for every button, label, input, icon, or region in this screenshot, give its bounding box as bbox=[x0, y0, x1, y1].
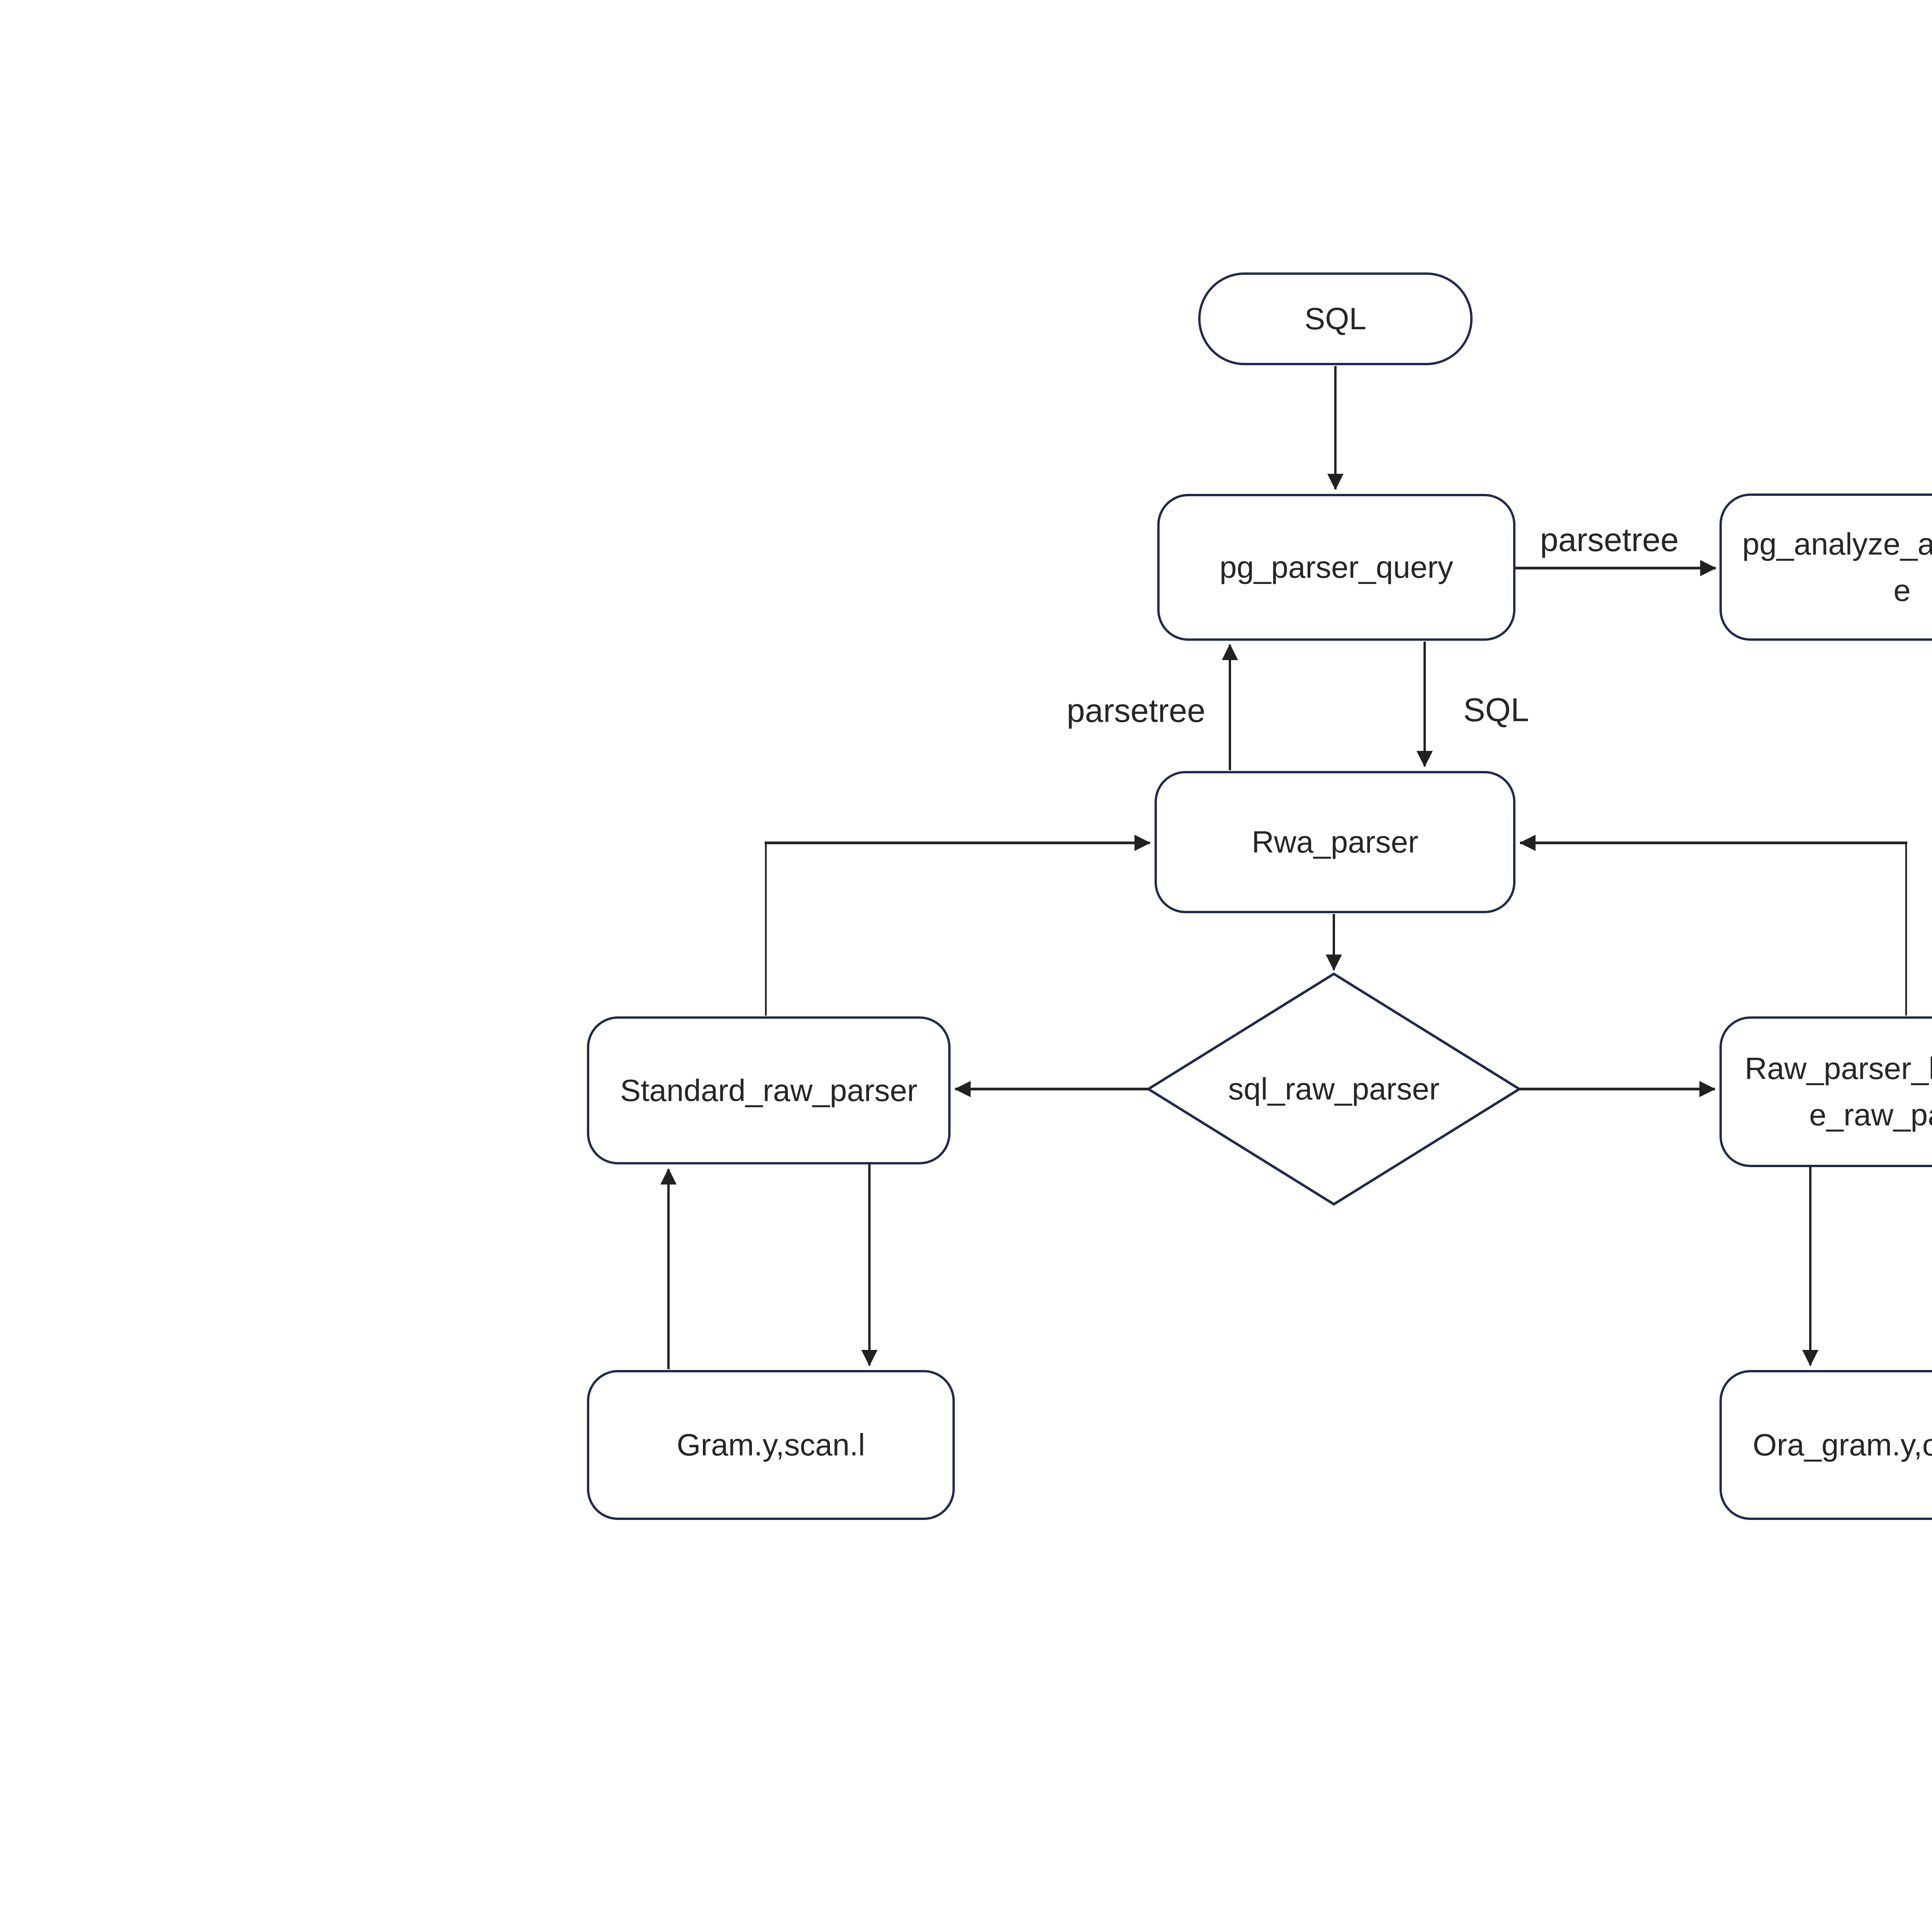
node-pg-parser-query-label: pg_parser_query bbox=[1219, 550, 1453, 584]
node-sql: SQL bbox=[1198, 272, 1473, 365]
node-pg-analyze-and-rewrite: pg_analyze_and_rewrite bbox=[1719, 494, 1932, 641]
diamond-sql-raw-parser-shape bbox=[1146, 972, 1522, 1206]
node-standard-raw-parser-label: Standard_raw_parser bbox=[620, 1073, 918, 1108]
node-raw-parser-hook-label: Raw_parser_hook(oracle_raw_parser) bbox=[1745, 1051, 1932, 1132]
node-gram-scan-label: Gram.y,scan.l bbox=[677, 1428, 865, 1462]
node-pg-analyze-and-rewrite-label: pg_analyze_and_rewrite bbox=[1742, 526, 1932, 608]
node-raw-parser-hook: Raw_parser_hook(oracle_raw_parser) bbox=[1719, 1016, 1932, 1167]
diamond-sql-raw-parser-label: sql_raw_parser bbox=[1228, 1072, 1440, 1106]
edge-label-parsetree-to-analyze: parsetree bbox=[1540, 522, 1679, 558]
node-standard-raw-parser: Standard_raw_parser bbox=[587, 1016, 951, 1164]
edge-label-parsetree-to-pg: parsetree bbox=[1066, 693, 1206, 729]
node-pg-parser-query: pg_parser_query bbox=[1157, 494, 1515, 641]
edge-label-sql-to-rwa: SQL bbox=[1463, 692, 1529, 728]
node-ora-gram-scan: Ora_gram.y,ora_scan.l bbox=[1719, 1370, 1932, 1520]
node-sql-label: SQL bbox=[1304, 301, 1367, 336]
node-gram-scan: Gram.y,scan.l bbox=[587, 1370, 955, 1520]
node-ora-gram-scan-label: Ora_gram.y,ora_scan.l bbox=[1753, 1428, 1932, 1462]
node-rwa-parser: Rwa_parser bbox=[1155, 771, 1515, 913]
diamond-sql-raw-parser: sql_raw_parser bbox=[1148, 974, 1519, 1204]
node-rwa-parser-label: Rwa_parser bbox=[1252, 825, 1418, 859]
